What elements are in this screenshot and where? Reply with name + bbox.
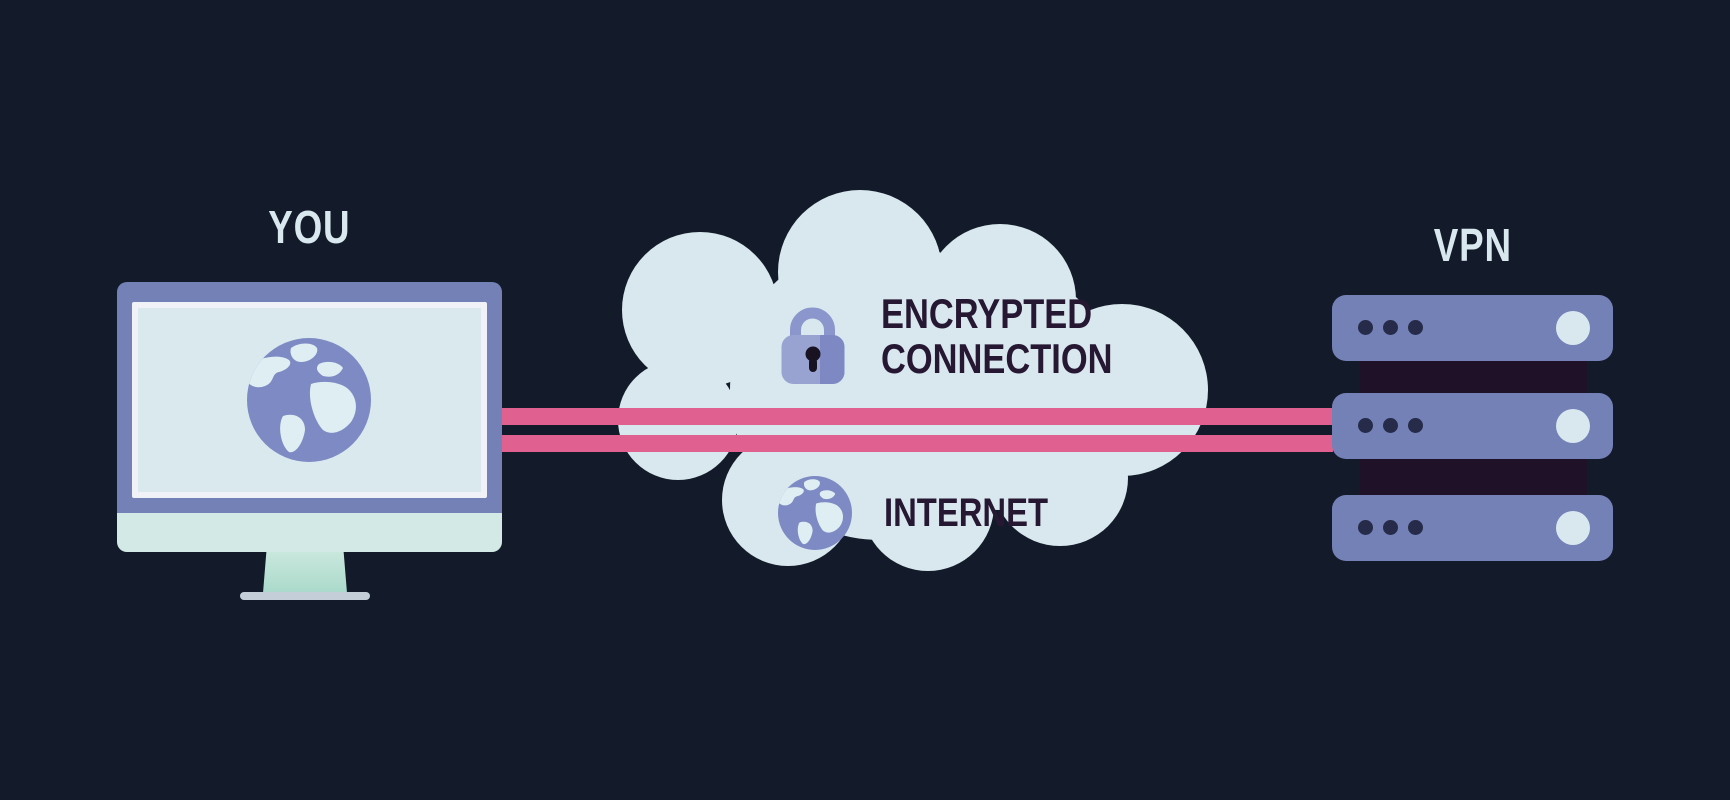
tunnel-line-bottom [500,435,1333,452]
server-light [1556,511,1590,545]
server-stack-icon [1332,295,1613,561]
you-label-text: YOU [268,201,351,253]
monitor-chin [117,513,502,552]
server-bay-1 [1332,295,1613,361]
you-label: YOU [117,204,502,250]
server-bay-3 [1332,495,1613,561]
server-dot [1358,520,1373,535]
lock-shackle [790,307,835,348]
encrypted-line1: ENCRYPTED [881,290,1093,337]
encrypted-connection-label: ENCRYPTED CONNECTION [881,291,1113,381]
keyhole [805,346,821,362]
tunnel-line-top [500,408,1333,425]
vpn-label-text: VPN [1433,219,1512,271]
server-dot [1383,418,1398,433]
server-dot [1383,520,1398,535]
computer-monitor-icon [117,282,502,602]
monitor-stand [263,552,347,593]
server-dot [1358,320,1373,335]
globe-icon [247,338,371,462]
monitor-base [240,592,370,600]
server-dot [1383,320,1398,335]
server-dot [1408,418,1423,433]
encrypted-line2: CONNECTION [881,335,1113,382]
keyhole-stem [809,358,817,372]
internet-label: INTERNET [884,491,1048,535]
vpn-label: VPN [1332,222,1613,268]
monitor-screen [138,308,481,492]
server-light [1556,311,1590,345]
server-dot [1358,418,1373,433]
internet-globe-icon [778,476,852,555]
server-dot [1408,520,1423,535]
lock-body-shade [820,335,845,384]
lock-icon [778,296,848,393]
server-dot [1408,320,1423,335]
server-bay-2 [1332,393,1613,459]
continents [778,479,844,545]
server-light [1556,409,1590,443]
